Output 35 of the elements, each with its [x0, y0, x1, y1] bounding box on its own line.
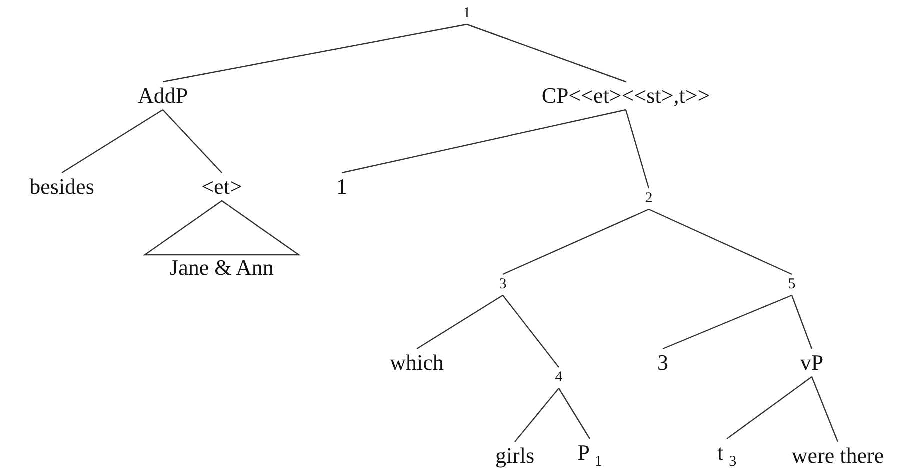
- tree-branch: [342, 109, 626, 174]
- node-index-label: 2: [645, 192, 653, 206]
- tree-node-label: P $_{1}$: [578, 442, 602, 470]
- tree-node-label: vP: [800, 352, 824, 374]
- tree-branch: [558, 388, 591, 440]
- tree-branch: [466, 24, 626, 83]
- node-index-label: 1: [463, 6, 471, 22]
- tree-node-label: besides: [30, 176, 94, 198]
- tree-node-label: 3: [658, 352, 668, 374]
- tree-node-label: 1: [336, 176, 348, 198]
- tree-branch: [416, 295, 504, 350]
- tree-node-label: t $_{3}$: [717, 442, 737, 470]
- tree-node-label: girls: [495, 445, 535, 467]
- node-index-label: 3: [499, 278, 507, 292]
- tree-branch: [502, 208, 650, 276]
- node-index-label: 5: [788, 278, 796, 292]
- tree-node-label: CP<<et><<st>,t>>: [542, 85, 710, 107]
- node-index-label: 4: [555, 370, 563, 386]
- tree-branch: [811, 376, 839, 442]
- tree-node-label: AddP: [138, 85, 188, 107]
- tree-branch: [648, 208, 792, 276]
- tree-branch: [514, 388, 560, 442]
- tree-node-label: which: [390, 352, 444, 374]
- tree-branch: [162, 110, 222, 174]
- tree-node-label: Jane & Ann: [170, 257, 274, 279]
- tree-branch: [162, 24, 468, 83]
- tree-branch: [502, 295, 560, 368]
- tree-branch: [791, 295, 813, 350]
- tree-branch: [662, 294, 792, 350]
- tree-branch: [62, 110, 164, 174]
- tree-node-label: were there: [792, 445, 884, 467]
- tree-branch: [625, 110, 650, 189]
- triangle-branch: [143, 200, 301, 256]
- tree-node-label: <et>: [202, 176, 242, 198]
- tree-branch: [726, 376, 812, 440]
